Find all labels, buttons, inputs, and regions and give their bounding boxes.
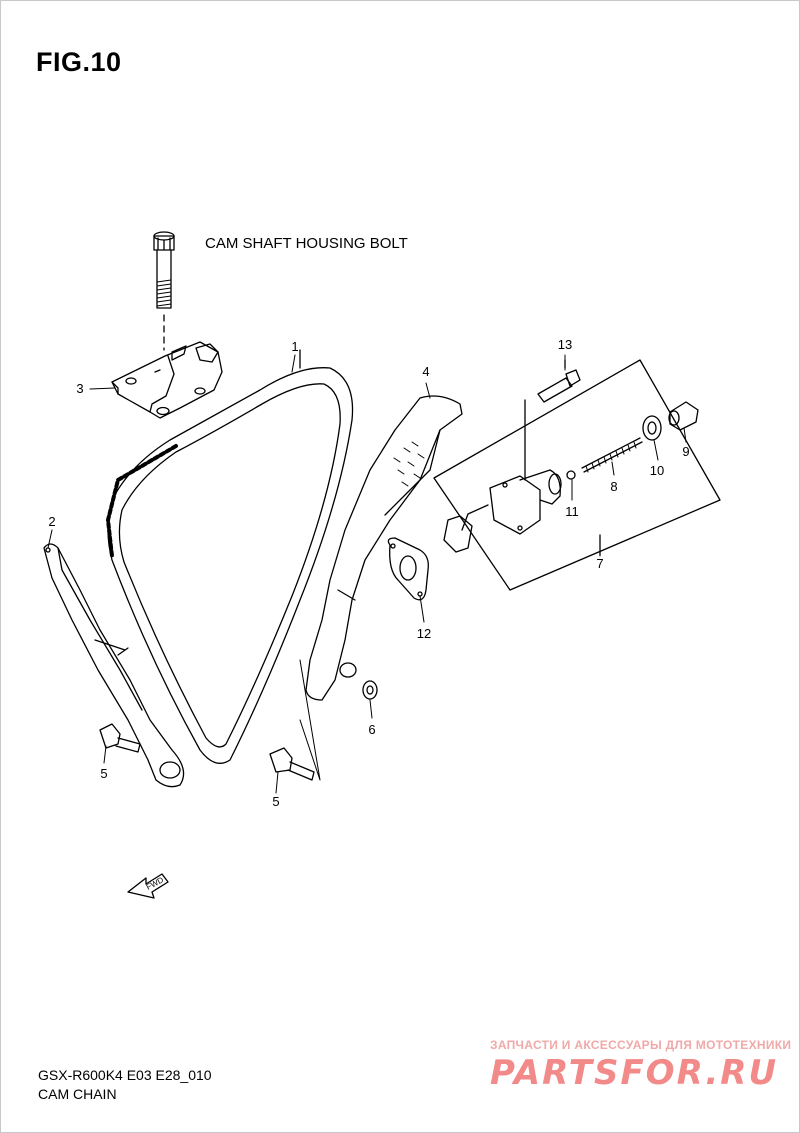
washer-guide-drawing: [362, 680, 378, 700]
callout-8: 8: [610, 479, 618, 494]
cam-chain-drawing: [106, 349, 354, 764]
chain-guide-tensioner-side-drawing: [43, 543, 185, 788]
callout-9: 9: [682, 444, 690, 459]
cam-shaft-housing-bolt-drawing: [153, 231, 175, 351]
watermark-tagline: ЗАПЧАСТИ И АКСЕССУАРЫ ДЛЯ МОТОТЕХНИКИ: [490, 1038, 792, 1052]
guide-bolt-right-drawing: [269, 747, 315, 781]
callout-13: 13: [557, 337, 573, 352]
tensioner-bolt-drawing: [537, 359, 581, 403]
figure-title: FIG.10: [36, 47, 122, 77]
callout-1: 1: [291, 339, 299, 354]
callout-6: 6: [368, 722, 376, 737]
callout-2: 2: [48, 514, 56, 529]
callout-7: 7: [596, 556, 604, 571]
callout-3: 3: [76, 381, 84, 396]
cam-shaft-housing-bolt-label: CAM SHAFT HOUSING BOLT: [205, 235, 408, 252]
model-code: GSX-R600K4 E03 E28_010: [38, 1067, 212, 1083]
guide-bolt-left-drawing: [99, 723, 141, 753]
tensioner-gasket-drawing: [387, 537, 429, 601]
spring-drawing: [581, 437, 643, 473]
callout-5-right: 5: [272, 794, 280, 809]
callout-12: 12: [416, 626, 432, 641]
diagram-title: CAM CHAIN: [38, 1086, 117, 1102]
tensioner-assembly-drawing: [433, 359, 721, 591]
fwd-arrow-icon: FWD: [127, 873, 169, 899]
leader-lines: [47, 354, 687, 794]
callout-4: 4: [422, 364, 430, 379]
callout-10: 10: [649, 463, 665, 478]
callout-11: 11: [565, 504, 579, 519]
watermark-logo: PARTSFOR.RU: [490, 1053, 779, 1093]
gasket-plug-drawing: [642, 415, 662, 441]
upper-chain-guide-drawing: [111, 341, 223, 419]
ball-drawing: [566, 470, 576, 480]
callout-5-left: 5: [100, 766, 108, 781]
chain-guide-front-drawing: [305, 395, 463, 701]
plug-bolt-drawing: [668, 401, 699, 431]
